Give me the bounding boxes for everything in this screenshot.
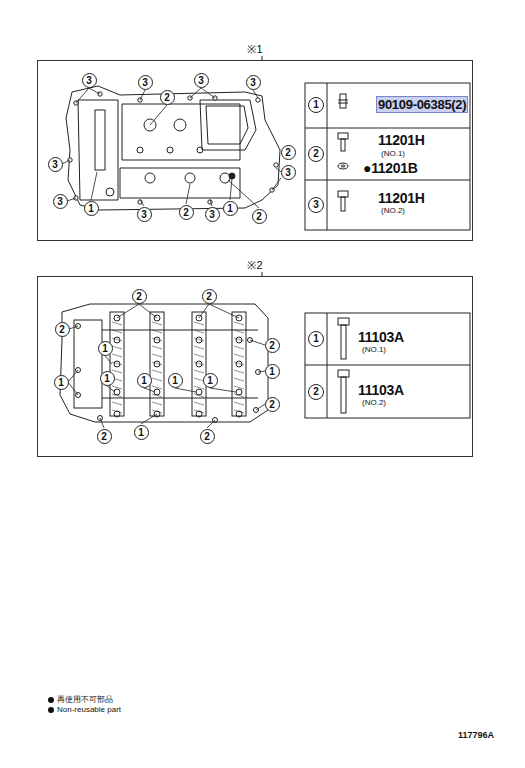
panel-heading: ※1 <box>38 41 472 56</box>
legend-row: 再使用不可部品 <box>48 694 113 705</box>
leader-lines <box>68 304 265 428</box>
table-callout-number: 3 <box>308 197 324 213</box>
callout-number: 3 <box>82 73 97 88</box>
callout-number: 3 <box>48 157 63 172</box>
table-callout-number: 2 <box>308 146 324 162</box>
legend-row: Non-reusable part <box>48 705 121 714</box>
bolt-icon <box>338 133 348 151</box>
part-note: (NO.2) <box>362 398 386 407</box>
callout-number: 2 <box>265 397 280 412</box>
callout-number: 2 <box>179 205 194 220</box>
legend-text: Non-reusable part <box>57 705 121 714</box>
part-number-highlighted: 90109-06385(2) <box>377 97 467 112</box>
table-callout-number: 1 <box>308 331 324 347</box>
callout-number: 2 <box>281 145 296 160</box>
legend-dot <box>48 697 54 703</box>
part-number: 11201H <box>378 132 424 148</box>
part-number: 11103A <box>358 382 404 398</box>
legend-text: 再使用不可部品 <box>57 695 113 704</box>
callout-number: 1 <box>84 201 99 216</box>
callout-number: 3 <box>281 165 296 180</box>
callout-number: 1 <box>265 364 280 379</box>
callout-number: 2 <box>202 289 217 304</box>
callout-number: 1 <box>54 375 69 390</box>
bolt-icon <box>338 191 348 211</box>
callout-number: 1 <box>168 373 183 388</box>
callout-number: 2 <box>160 90 175 105</box>
callout-number: 1 <box>137 373 152 388</box>
panel-heading: ※2 <box>38 257 472 272</box>
illustration-number: 117796A <box>458 730 494 740</box>
table-callout-number: 1 <box>308 97 324 113</box>
callout-number: 2 <box>265 338 280 353</box>
part-number: 11103A <box>358 329 404 345</box>
legend-dot <box>48 707 54 713</box>
part-number: 11201H <box>378 190 424 206</box>
callout-number: 2 <box>97 429 112 444</box>
stud-bolt-icon <box>338 94 348 108</box>
long-bolt-icon <box>338 370 349 413</box>
callout-number: 1 <box>100 371 115 386</box>
leader-lines <box>62 88 281 208</box>
callout-number: 3 <box>246 75 261 90</box>
cam-housing-drawing <box>60 304 268 423</box>
long-bolt-icon <box>338 318 349 359</box>
callout-number: 3 <box>138 75 153 90</box>
callout-number: 1 <box>203 373 218 388</box>
callout-number: 3 <box>205 207 220 222</box>
part-number: ●11201B <box>363 160 418 176</box>
callout-number: 1 <box>223 201 238 216</box>
callout-number: 1 <box>98 341 113 356</box>
cylinder-head-drawing <box>66 86 280 210</box>
callout-number: 3 <box>53 194 68 209</box>
callout-number: 2 <box>200 429 215 444</box>
part-note: (NO.2) <box>381 206 405 215</box>
part-note: (NO.1) <box>381 149 405 158</box>
part-note: (NO.1) <box>362 345 386 354</box>
callout-number: 2 <box>55 322 70 337</box>
washer-icon <box>338 163 348 169</box>
callout-number: 3 <box>194 73 209 88</box>
callout-number: 2 <box>132 289 147 304</box>
callout-number: 1 <box>134 425 149 440</box>
callout-number: 2 <box>252 209 267 224</box>
table-callout-number: 2 <box>308 384 324 400</box>
callout-number: 3 <box>137 207 152 222</box>
